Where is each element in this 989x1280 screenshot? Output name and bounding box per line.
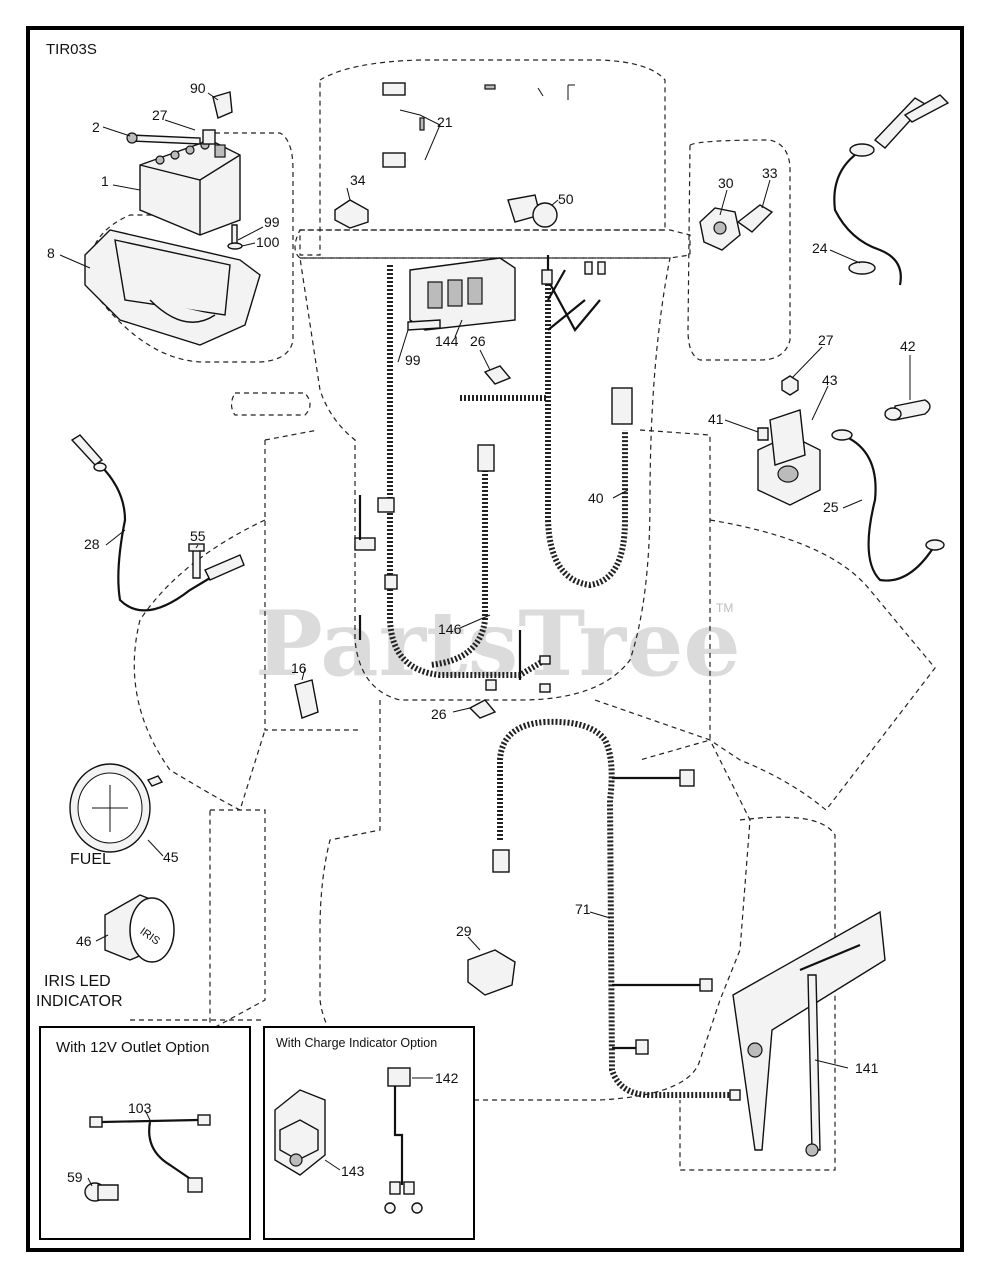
callout-71: 71 xyxy=(575,901,591,917)
tray-screw xyxy=(227,224,243,250)
ground-bolt xyxy=(188,543,205,579)
inset-charge-title: With Charge Indicator Option xyxy=(276,1036,437,1050)
callout-146: 146 xyxy=(438,621,462,637)
ground-cable-28 xyxy=(70,434,245,612)
leader-lines xyxy=(59,92,911,1187)
inset-12v-title: With 12V Outlet Option xyxy=(56,1039,209,1056)
battery-tray xyxy=(84,229,261,346)
dash-hood-region xyxy=(299,59,666,256)
watermark-tm: TM xyxy=(716,601,733,615)
terminal-boot xyxy=(884,399,931,421)
fuel-gauge xyxy=(69,763,164,853)
callout-142: 142 xyxy=(435,1070,459,1086)
callout-46: 46 xyxy=(76,933,92,949)
relay-29 xyxy=(467,949,516,996)
control-module xyxy=(409,257,516,331)
dash-mid-region xyxy=(264,429,711,761)
callout-24: 24 xyxy=(812,240,828,256)
ignition-switch xyxy=(699,207,741,251)
callout-99-module: 99 xyxy=(405,352,421,368)
dash-fender-region xyxy=(133,519,266,811)
dash-left-region xyxy=(130,809,266,1032)
callout-144: 144 xyxy=(435,333,459,349)
charge-indicator xyxy=(274,1089,326,1176)
callout-29: 29 xyxy=(456,923,472,939)
callout-59: 59 xyxy=(67,1169,83,1185)
solenoid-bolt xyxy=(757,427,769,441)
callout-27-battery: 27 xyxy=(152,107,168,123)
callout-100: 100 xyxy=(256,234,280,250)
dash-seat-region xyxy=(319,699,751,1101)
dash-battery-region xyxy=(89,132,294,363)
callout-1: 1 xyxy=(101,173,109,189)
callout-42: 42 xyxy=(900,338,916,354)
fuse-26-bottom xyxy=(468,699,497,719)
switch-50 xyxy=(507,194,558,228)
switch-34 xyxy=(334,199,369,229)
callout-8: 8 xyxy=(47,245,55,261)
inset-12v-outlet xyxy=(39,1026,251,1240)
callout-33: 33 xyxy=(762,165,778,181)
callout-40: 40 xyxy=(588,490,604,506)
fuse-26-top xyxy=(483,365,512,385)
callout-41: 41 xyxy=(708,411,724,427)
callout-99-tray: 99 xyxy=(264,214,280,230)
module-screw xyxy=(407,319,441,331)
callout-141: 141 xyxy=(855,1060,879,1076)
iris-caption-line1: IRIS LED xyxy=(44,973,111,990)
dash-right-fender xyxy=(709,519,936,811)
battery-cable-24 xyxy=(833,94,950,286)
callout-50: 50 xyxy=(558,191,574,207)
power-outlet xyxy=(84,1182,119,1202)
iris-led xyxy=(104,894,175,963)
rear-harness xyxy=(492,718,741,1101)
callout-55: 55 xyxy=(190,528,206,544)
callout-16: 16 xyxy=(291,660,307,676)
solenoid-nut xyxy=(781,375,799,396)
callout-143: 143 xyxy=(341,1163,365,1179)
solenoid xyxy=(757,409,821,506)
pto-linkage xyxy=(732,910,886,1157)
callout-26-bottom: 26 xyxy=(431,706,447,722)
fuel-caption: FUEL xyxy=(70,851,111,868)
callout-26-top: 26 xyxy=(470,333,486,349)
battery-bolt xyxy=(126,132,201,145)
seat-switch xyxy=(294,679,319,719)
callout-103: 103 xyxy=(128,1100,152,1116)
dash-ignition-region xyxy=(687,139,791,361)
main-harness xyxy=(354,255,633,693)
callout-21: 21 xyxy=(437,114,453,130)
dash-harness-region xyxy=(299,257,671,701)
battery xyxy=(139,139,241,236)
callout-43: 43 xyxy=(822,372,838,388)
diagram-id: TIR03S xyxy=(46,41,97,58)
connector-21 xyxy=(382,82,575,168)
callout-90: 90 xyxy=(190,80,206,96)
dash-cable-slot xyxy=(230,392,311,416)
battery-nut xyxy=(202,129,226,158)
dash-dash-panel xyxy=(294,229,691,259)
callout-34: 34 xyxy=(350,172,366,188)
callout-45: 45 xyxy=(163,849,179,865)
callout-30: 30 xyxy=(718,175,734,191)
outlet-harness xyxy=(89,1114,211,1193)
callout-27-solenoid: 27 xyxy=(818,332,834,348)
callout-2: 2 xyxy=(92,119,100,135)
ignition-key xyxy=(736,204,774,233)
battery-boot xyxy=(212,91,233,119)
callout-25: 25 xyxy=(823,499,839,515)
solenoid-cable-25 xyxy=(831,429,945,582)
iris-caption-line2: INDICATOR xyxy=(36,993,123,1010)
callout-28: 28 xyxy=(84,536,100,552)
charge-harness xyxy=(384,1067,423,1214)
watermark: PartsTree xyxy=(255,591,741,697)
